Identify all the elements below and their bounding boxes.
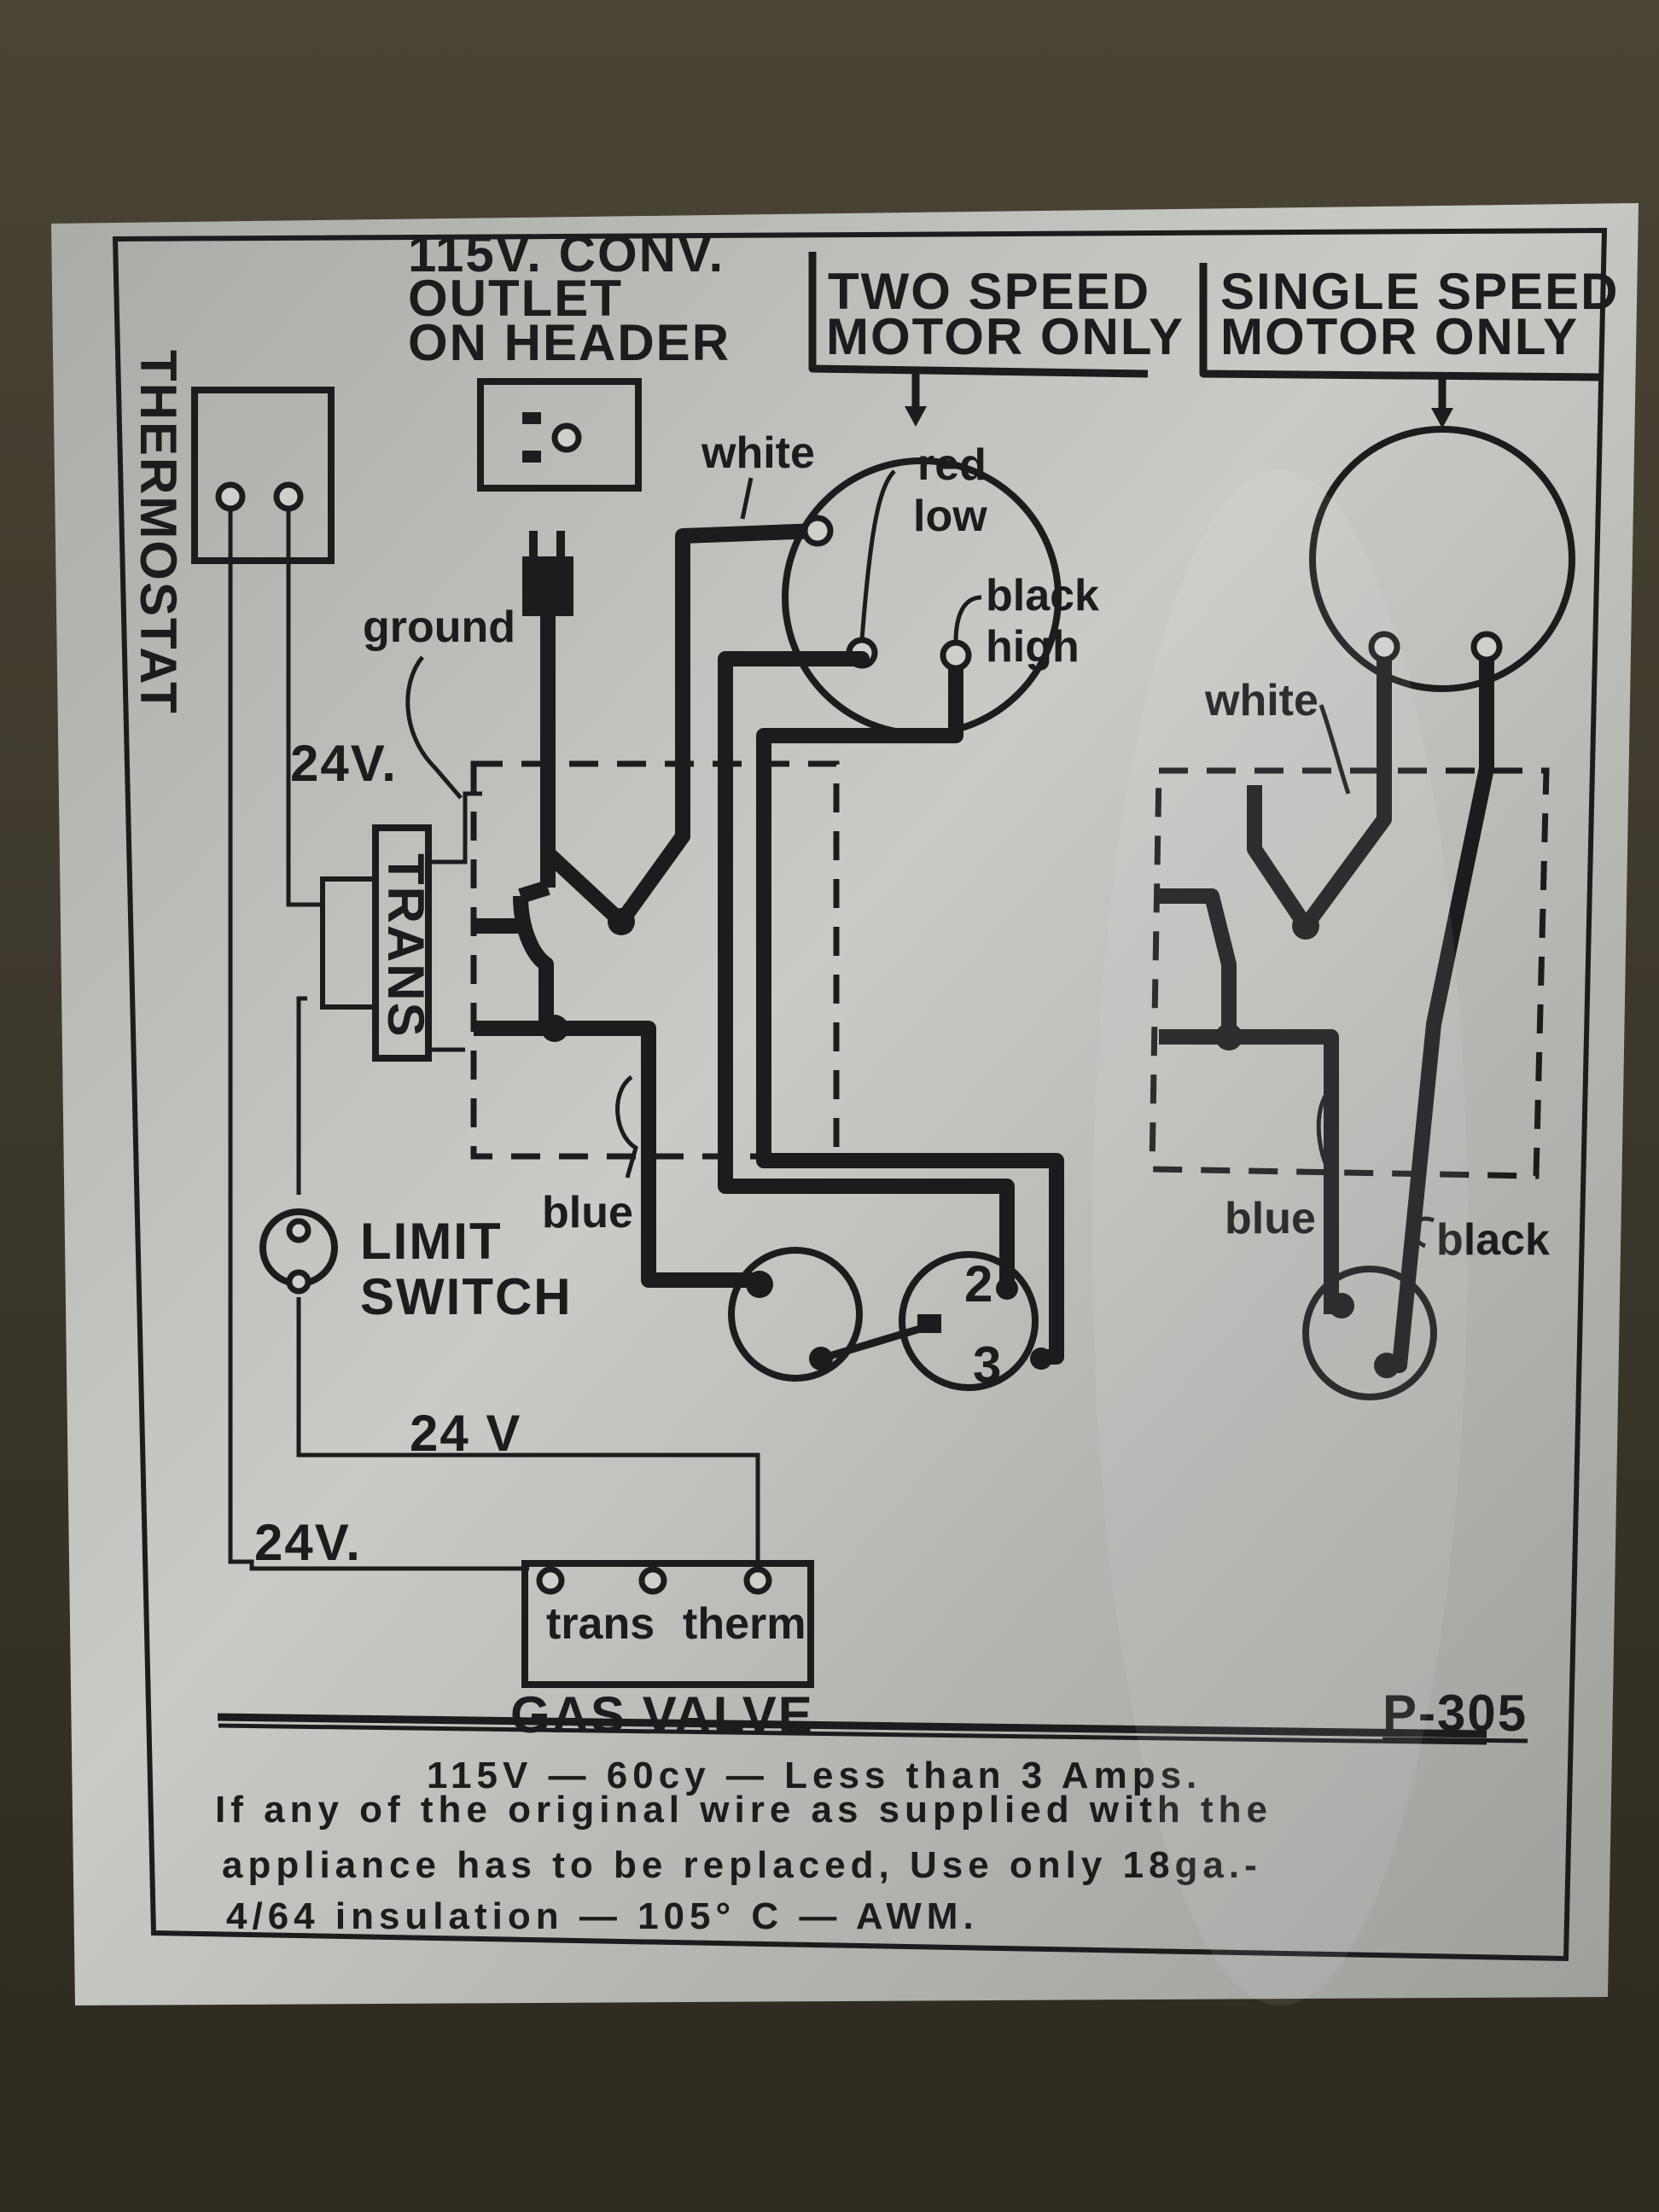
single-speed-label-line-1: SINGLE SPEED: [1220, 263, 1619, 320]
red-wire-label: red: [917, 440, 987, 490]
blue-wire-label-left: blue: [542, 1188, 633, 1237]
thermostat: THERMOSTAT: [130, 350, 335, 715]
footer: P-305 115V — 60cy — Less than 3 Amps. If…: [215, 1685, 1528, 1937]
speed-switch: 2 3: [728, 1247, 1052, 1394]
plate-border: [112, 227, 1608, 1962]
white-wire-label-two-speed: white: [701, 428, 815, 478]
gas-valve-therm-label: therm: [683, 1599, 806, 1649]
transformer-label: TRANS: [377, 853, 434, 1039]
thermostat-label: THERMOSTAT: [130, 350, 187, 715]
outlet-box: [477, 378, 642, 492]
thermostat-terminal-1: [215, 481, 246, 512]
footer-line-3: appliance has to be replaced, Use only 1…: [222, 1844, 1262, 1886]
two-speed-label: TWO SPEED MOTOR ONLY: [808, 252, 1185, 427]
single-speed-motor-housing: [1309, 426, 1575, 692]
voltage-label-24v-a: 24V.: [290, 735, 398, 792]
outlet-label-line-3: ON HEADER: [408, 314, 731, 371]
low-voltage-wiring: 24V. 24 V 24V.: [228, 509, 760, 1571]
limit-switch: LIMIT SWITCH: [259, 1208, 573, 1325]
black-wire-label-two-speed: black: [986, 571, 1099, 620]
single-speed-control-box: white blue black: [1149, 426, 1575, 1400]
ground-lead: ground: [363, 602, 515, 800]
power-plug: [522, 531, 573, 888]
black-wire-label-single-speed: black: [1436, 1215, 1550, 1265]
thermostat-box: [191, 387, 335, 564]
outlet-label-line-2: OUTLET: [408, 270, 623, 327]
two-speed-label-line-2: MOTOR ONLY: [826, 308, 1185, 365]
terminal-3-label: 3: [973, 1336, 1003, 1394]
limit-switch-label-line-1: LIMIT: [360, 1213, 503, 1270]
terminal-2-label: 2: [964, 1255, 994, 1313]
voltage-label-24v-c: 24V.: [254, 1514, 362, 1571]
single-speed-label: SINGLE SPEED MOTOR ONLY: [1199, 263, 1619, 428]
voltage-label-24v-b: 24 V: [410, 1405, 521, 1462]
low-speed-label: low: [913, 492, 987, 541]
white-wire-label-single-speed: white: [1204, 676, 1318, 725]
blue-wire-label-right: blue: [1225, 1194, 1316, 1243]
single-speed-switch: [1302, 1266, 1437, 1400]
footer-line-2: If any of the original wire as supplied …: [215, 1789, 1272, 1831]
single-speed-label-line-2: MOTOR ONLY: [1220, 308, 1579, 365]
limit-switch-label-line-2: SWITCH: [360, 1268, 573, 1325]
glare-highlight: [1092, 469, 1468, 2005]
two-speed-motor: white red low black high: [701, 428, 1099, 1365]
footer-line-1: 115V — 60cy — Less than 3 Amps.: [427, 1755, 1202, 1796]
gas-valve-trans-label: trans: [546, 1599, 655, 1649]
two-speed-control-box: blue: [470, 523, 840, 1288]
transformer: TRANS: [320, 824, 434, 1062]
footer-line-4: 4/64 insulation — 105° C — AWM.: [226, 1895, 979, 1937]
thermostat-terminal-2: [273, 481, 304, 512]
metal-plate: [51, 203, 1639, 2005]
gas-valve-box: [521, 1560, 814, 1688]
two-speed-label-line-1: TWO SPEED: [828, 263, 1150, 320]
high-speed-label: high: [986, 622, 1080, 672]
part-number: P-305: [1382, 1685, 1528, 1742]
outlet-label-line-1: 115V. CONV.: [408, 225, 725, 282]
ground-label: ground: [363, 602, 515, 652]
outlet-label: 115V. CONV. OUTLET ON HEADER: [408, 225, 731, 371]
outlet: [477, 378, 642, 492]
